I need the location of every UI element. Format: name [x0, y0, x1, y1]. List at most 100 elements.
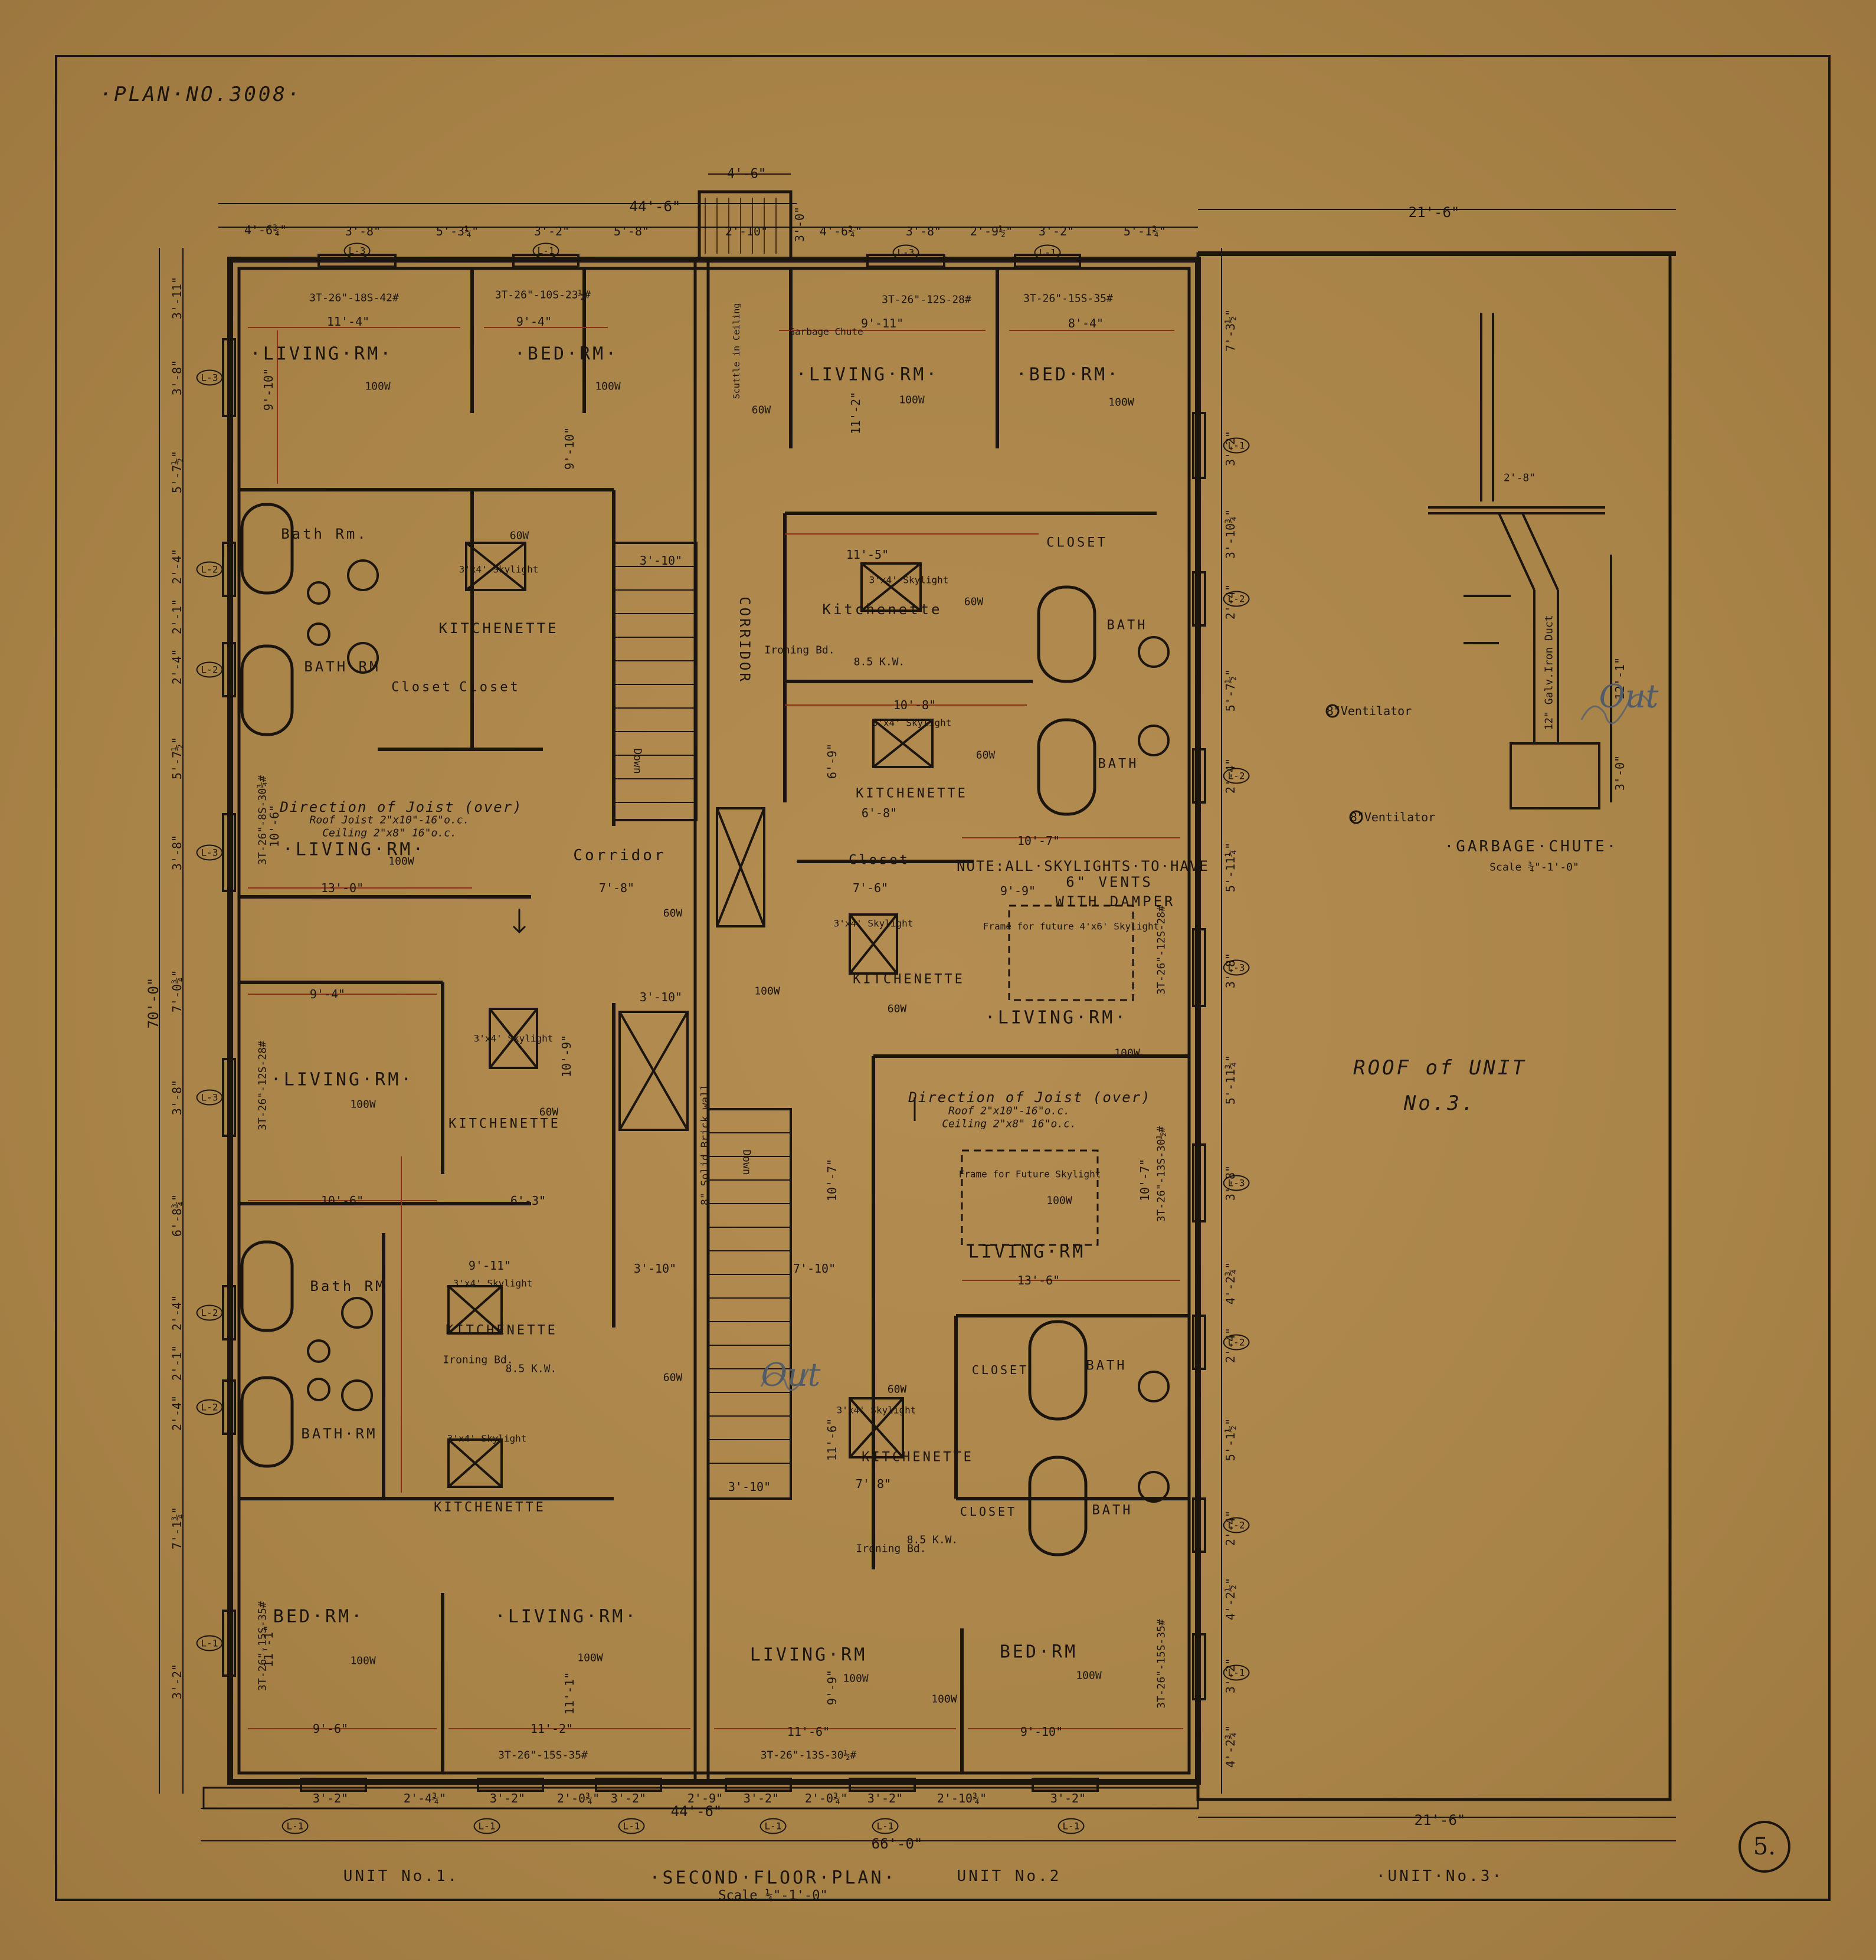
rdim-11: 9'-11"	[468, 1258, 512, 1273]
u2-bath-2: BATH	[1098, 756, 1139, 772]
rdim-36: 10'-7"	[825, 1158, 839, 1202]
u1-living-rm-1: ·LIVING·RM·	[250, 343, 394, 365]
joist-note-2: Roof Joist 2"x10"-16"o.c.	[309, 814, 470, 827]
window-tag-8: L-3	[196, 844, 223, 861]
fixture-skylight-u2-3: 3'x4' Skylight	[833, 917, 914, 929]
dim-left-11: 6'-8¾"	[170, 1194, 184, 1237]
u2-kitchenette-3: KITCHENETTE	[853, 972, 965, 987]
u2-closet-3: CLOSET	[971, 1363, 1029, 1377]
fixture-light-u1-kit: 60W	[509, 529, 529, 542]
fixture-light-u1-living2: 100W	[388, 855, 414, 868]
fixture-skylight-u1-3: 3'x4' Skylight	[453, 1277, 533, 1289]
dim-bottom-11: 3'-2"	[1050, 1791, 1086, 1805]
dim-top-8: 3'-8"	[905, 224, 942, 238]
dim-left-2: 3'-8"	[170, 359, 184, 396]
window-tag-23: L-1	[618, 1818, 645, 1834]
window-tag-2: L-1	[532, 242, 559, 259]
u1-kitchenette-2: KITCHENETTE	[448, 1116, 561, 1132]
dim-bottom-2: 2'-4¾"	[403, 1791, 447, 1805]
dim-left-1: 3'-11"	[170, 276, 184, 320]
window-tag-5: L-3	[196, 369, 223, 386]
fixture-kw-u2-1: 8.5 K.W.	[853, 655, 905, 668]
fixture-ironing-u1-1: Ironing Bd.	[443, 1353, 513, 1366]
unit2-stair	[707, 1108, 792, 1500]
fixture-scuttle: Scuttle in Ceiling	[731, 303, 742, 399]
fixture-light-u1-corridor: 60W	[663, 907, 683, 920]
rdim-31: 3'-10"	[633, 1261, 677, 1276]
dim-bottom-6: 2'-9"	[687, 1791, 723, 1805]
rdim-12: 9'-6"	[312, 1722, 349, 1736]
rdim-21: 6'-8"	[861, 806, 898, 820]
dim-top-3: 5'-3¼"	[436, 224, 479, 238]
dim-left-9: 7'-0¾"	[170, 969, 184, 1013]
dim-right-5: 5'-7½"	[1223, 668, 1237, 712]
dim-left-6: 2'-4"	[170, 648, 184, 685]
dim-right-17: 4'-2¾"	[1223, 1725, 1237, 1768]
dim-bottom-5: 3'-2"	[610, 1791, 647, 1805]
garbage-chute-title: ·GARBAGE·CHUTE·	[1444, 838, 1619, 856]
window-spec-7: 3T-26"-15S-35#	[256, 1601, 269, 1691]
window-tag-19: L-2	[1223, 1517, 1250, 1533]
window-tag-1: L-3	[343, 242, 371, 259]
rdim-19: 11'-5"	[846, 548, 889, 562]
dim-bottom-8: 2'-0¾"	[804, 1791, 848, 1805]
window-spec-2: 3T-26"-10S-23½#	[495, 289, 591, 301]
window-tag-12: L-1	[196, 1635, 223, 1651]
plan-number: ·PLAN·NO.3008·	[99, 83, 302, 106]
ventilators	[1325, 704, 1363, 824]
dim-left-16: 3'-2"	[170, 1663, 184, 1700]
dim-bottom-10: 2'-10¾"	[937, 1791, 987, 1805]
dim-left-4: 2'-4"	[170, 548, 184, 585]
u1-living-rm-3: ·LIVING·RM·	[270, 1069, 414, 1090]
dim-bottom-66: 66'-0"	[871, 1836, 923, 1852]
u2-closet-2: Closet	[849, 853, 910, 868]
rdim-7: 7'-8"	[598, 881, 635, 895]
u2-bath-4: BATH	[1092, 1503, 1133, 1518]
rdim-3: 9'-10"	[261, 368, 276, 411]
dim-right-3: 3'-10¾"	[1223, 509, 1237, 559]
fixture-light-u1-living: 100W	[365, 380, 391, 393]
u1-bath-rm-3: Bath RM	[310, 1278, 387, 1294]
fixture-light-u2-kit4: 60W	[887, 1383, 907, 1396]
window-tag-26: L-1	[1057, 1818, 1085, 1834]
garbage-chute-box	[698, 190, 793, 261]
dim-right-15: 4'-2½"	[1223, 1577, 1237, 1621]
rdim-2: 9'-4"	[516, 314, 552, 329]
fixture-light-u2-living3: 100W	[1046, 1194, 1072, 1207]
rdim-10: 6'-3"	[510, 1194, 546, 1208]
ventilator-1: 8"Ventilator	[1326, 704, 1412, 718]
window-spec-8: 3T-26"-13S-30½#	[1155, 1126, 1168, 1222]
u2-living-rm-4: LIVING·RM	[749, 1644, 867, 1666]
rdim-15: 11'-1"	[562, 1671, 577, 1715]
dim-bottom-3: 3'-2"	[489, 1791, 526, 1805]
roof-unit3-outline	[1196, 252, 1672, 1801]
garbage-duct-label: 12" Galv.Iron Duct	[1543, 615, 1556, 730]
fixture-skylight-u2-4: 3'x4' Skylight	[836, 1404, 916, 1416]
dim-left-12: 2'-4"	[170, 1294, 184, 1331]
plan-title: ·SECOND·FLOOR·PLAN·	[649, 1867, 897, 1889]
dim-left-15: 7'-1¾"	[170, 1506, 184, 1550]
u2-kitchenette-4: KITCHENETTE	[862, 1450, 974, 1465]
dim-left-8: 3'-8"	[170, 834, 184, 871]
pencil-out-1: Out	[1599, 677, 1659, 715]
dim-right-1: 7'-3½"	[1223, 309, 1237, 352]
unit2-label: UNIT No.2	[957, 1867, 1062, 1885]
window-tag-4: L-1	[1034, 244, 1061, 261]
roof-unit-number: No.3.	[1403, 1092, 1476, 1115]
window-tag-16: L-3	[1223, 959, 1250, 976]
u2-living-rm-2: ·LIVING·RM·	[984, 1007, 1128, 1028]
u1-kitchenette-4: KITCHENETTE	[434, 1500, 546, 1515]
u2-closet-1: CLOSET	[1046, 535, 1108, 550]
fixture-light-u2-living4: 100W	[843, 1672, 869, 1685]
fixture-skylight-u1-1: 3'x4' Skylight	[459, 563, 539, 575]
unit3-label: ·UNIT·No.3·	[1376, 1867, 1504, 1885]
future-skylight-frames	[961, 904, 1134, 1246]
rdim-9: 10'-6"	[320, 1194, 364, 1208]
joist-note-3: Ceiling 2"x8" 16"o.c.	[322, 827, 457, 840]
dim-left-14: 2'-4"	[170, 1395, 184, 1431]
dim-bottom-7: 3'-2"	[743, 1791, 780, 1805]
u2-bath-1: BATH	[1106, 618, 1148, 633]
window-tag-18: L-2	[1223, 1334, 1250, 1351]
u1-bath-rm-2: BATH RM	[304, 658, 381, 675]
